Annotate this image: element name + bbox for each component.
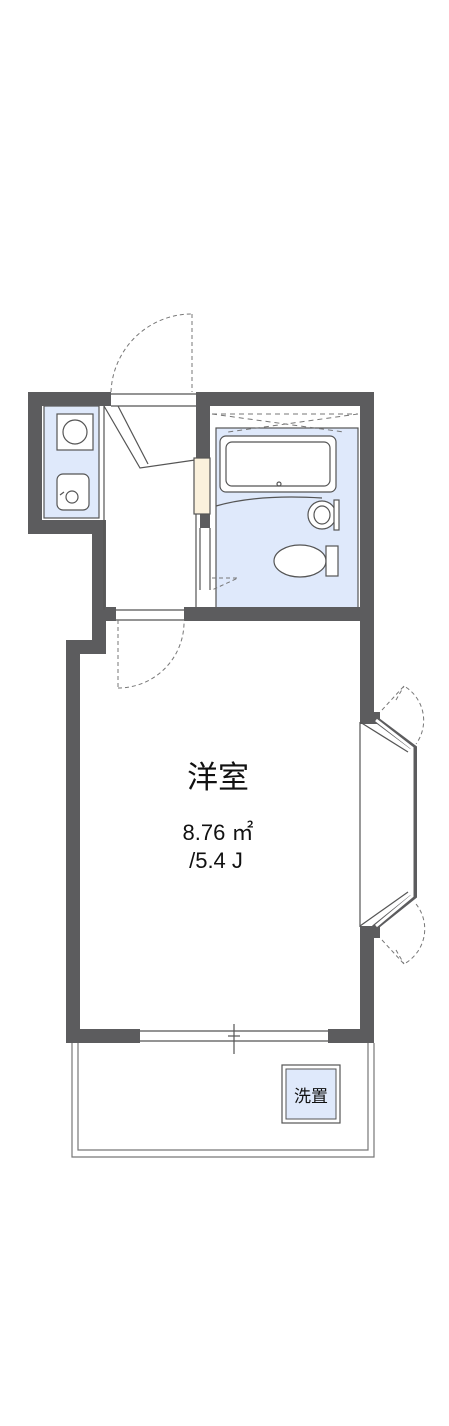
bathtub-icon: [219, 435, 337, 493]
toilet-icon: [273, 544, 339, 578]
entrance-door: [110, 313, 193, 393]
shoe-closet: [193, 457, 211, 515]
balcony: [71, 1043, 375, 1158]
room-tatami: /5.4 J: [189, 848, 243, 873]
washer-label: 洗置: [294, 1087, 328, 1107]
balcony-window: [140, 1024, 328, 1054]
sink-icon: [56, 473, 90, 511]
room-door: [117, 619, 185, 689]
walls: [28, 392, 380, 1043]
washer-location: 洗置: [281, 1064, 341, 1124]
room-area: 8.76 ㎡: [183, 820, 254, 845]
stove-icon: [56, 413, 94, 451]
bay-window: [359, 715, 417, 931]
bay-window-swings: [381, 685, 426, 965]
storage-above-bath: [211, 413, 359, 433]
room-name: 洋室: [187, 760, 249, 796]
bath-door-swing: [211, 577, 239, 591]
washbasin-icon: [215, 496, 340, 531]
